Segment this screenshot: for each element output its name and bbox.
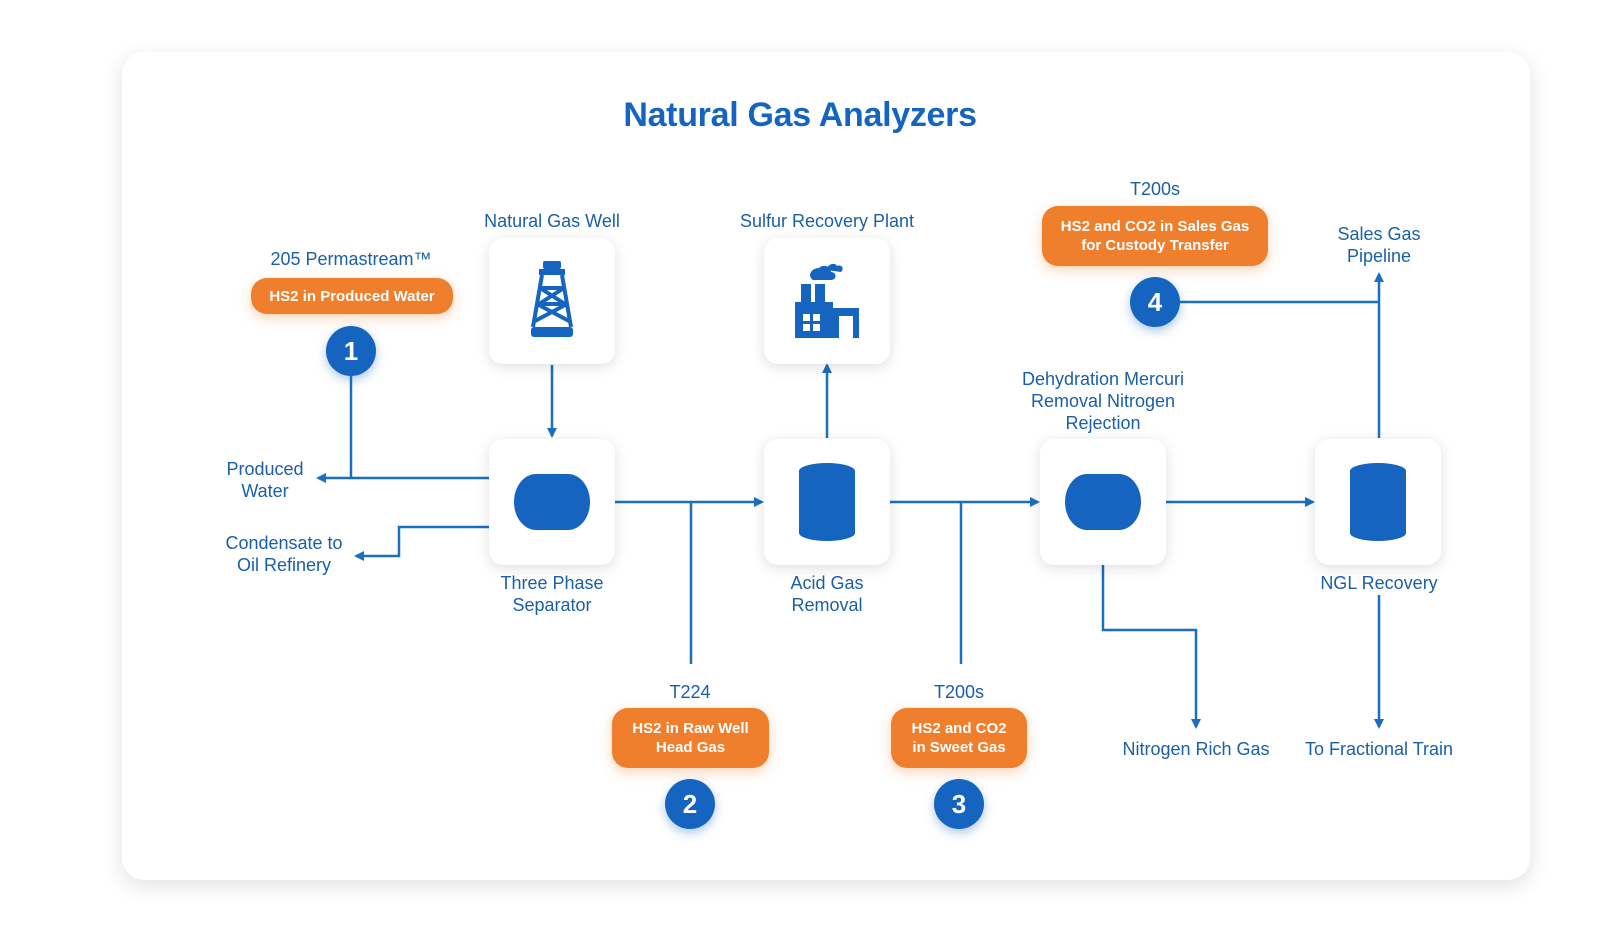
arrow-condensate: [354, 525, 489, 561]
dehydration-box: [1040, 439, 1166, 565]
sales-gas-label: Sales Gas Pipeline: [1337, 223, 1420, 267]
horizontal-tank-icon: [514, 474, 590, 530]
condensate-line1: Condensate to: [225, 533, 343, 553]
vertical-tank-icon: [1350, 463, 1406, 541]
separator-label-line2: Separator: [512, 595, 592, 615]
analyzer-2-model: T224: [669, 682, 711, 702]
analyzer-4-number: 4: [1130, 277, 1180, 327]
condensate-line2: Oil Refinery: [236, 555, 332, 575]
arrow-nitrogen: [1101, 565, 1201, 729]
natural-gas-well-box: [489, 238, 615, 364]
acid-gas-label-line1: Acid Gas: [790, 573, 864, 593]
dehydration-label: Dehydration Mercuri Removal Nitrogen Rej…: [1022, 368, 1184, 434]
separator-label-line1: Three Phase: [500, 573, 604, 593]
produced-water-label: Produced Water: [226, 458, 303, 502]
analyzer-3-text-line1: HS2 and CO2: [911, 720, 1007, 737]
analyzer-4-badge: HS2 and CO2 in Sales Gas for Custody Tra…: [1042, 206, 1268, 266]
produced-water-line1: Produced: [226, 459, 304, 479]
separator-label: Three Phase Separator: [500, 572, 603, 616]
analyzer-1-text: HS2 in Produced Water: [269, 287, 435, 305]
three-phase-separator-box: [489, 439, 615, 565]
sulfur-label: Sulfur Recovery Plant: [739, 211, 915, 231]
oil-derrick-icon: [531, 261, 573, 337]
produced-water-line2: Water: [241, 481, 289, 501]
analyzer-2-number: 2: [665, 779, 715, 829]
dehydration-label-line2: Removal Nitrogen: [1030, 391, 1176, 411]
analyzer-2-text-line1: HS2 in Raw Well: [632, 720, 749, 737]
analyzer-4-model: T200s: [1129, 179, 1181, 199]
condensate-label: Condensate to Oil Refinery: [225, 532, 342, 576]
factory-icon: [795, 263, 859, 338]
ngl-label: NGL Recovery: [1320, 573, 1438, 593]
vertical-tank-icon: [799, 463, 855, 541]
analyzer-2-badge: HS2 in Raw Well Head Gas: [612, 708, 769, 768]
horizontal-tank-icon: [1065, 474, 1141, 530]
analyzer-1-model: 205 Permastream™: [270, 249, 432, 269]
page-title: Natural Gas Analyzers: [623, 96, 977, 134]
analyzer-1-number: 1: [326, 326, 376, 376]
dehydration-label-line3: Rejection: [1065, 413, 1141, 433]
ngl-recovery-box: [1315, 439, 1441, 565]
well-label: Natural Gas Well: [484, 211, 620, 231]
analyzer-3-model: T200s: [933, 682, 985, 702]
analyzer-3-number: 3: [934, 779, 984, 829]
dehydration-label-line1: Dehydration Mercuri: [1021, 369, 1185, 389]
analyzer-4-text-line2: for Custody Transfer: [1081, 237, 1229, 254]
sales-gas-line1: Sales Gas: [1337, 224, 1421, 244]
analyzer-4-text-line1: HS2 and CO2 in Sales Gas: [1060, 218, 1250, 235]
acid-gas-removal-box: [764, 439, 890, 565]
analyzer-3-text-line2: in Sweet Gas: [912, 739, 1006, 756]
fractional-label: To Fractional Train: [1304, 739, 1454, 759]
sulfur-recovery-plant-box: [764, 238, 890, 364]
acid-gas-label-line2: Removal: [791, 595, 863, 615]
sales-gas-line2: Pipeline: [1346, 246, 1412, 266]
nitrogen-label: Nitrogen Rich Gas: [1122, 739, 1270, 759]
analyzer-2-text-line2: Head Gas: [655, 739, 726, 756]
analyzer-1-badge: HS2 in Produced Water: [251, 278, 453, 314]
acid-gas-label: Acid Gas Removal: [790, 572, 863, 616]
analyzer-3-badge: HS2 and CO2 in Sweet Gas: [891, 708, 1027, 768]
